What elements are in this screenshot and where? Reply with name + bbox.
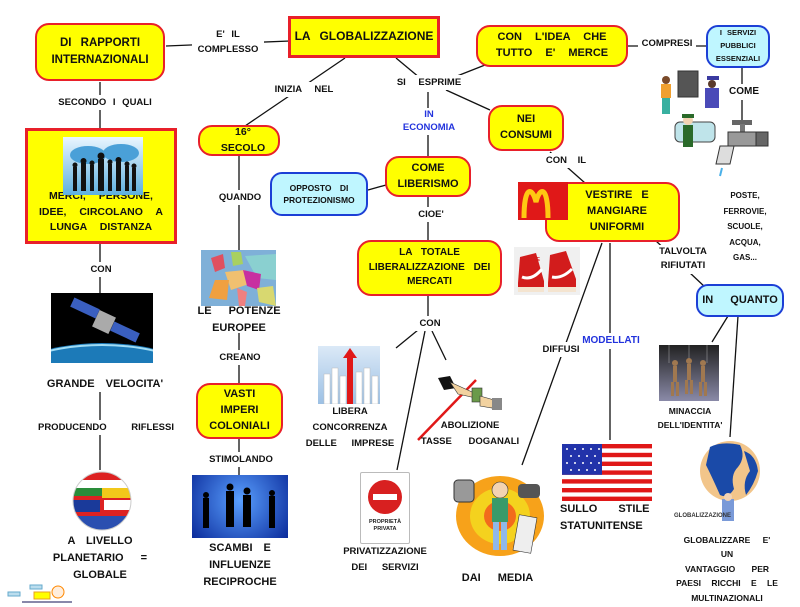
growth-arrows-icon: [323, 348, 379, 404]
node-idea[interactable]: CON L'IDEA CHE TUTTO E' MERCE: [476, 25, 628, 67]
line-con-libera: [395, 329, 419, 349]
handshake-money-image: [436, 370, 506, 415]
nike-shoes-image: NIKE: [514, 247, 580, 295]
media-cartoon-image: [450, 466, 545, 566]
sneakers-icon: NIKE: [518, 251, 576, 292]
line-root-esprime: [395, 57, 421, 79]
node-vasti[interactable]: VASTI IMPERI COLONIALI: [196, 383, 283, 439]
link-label-quando: QUANDO: [212, 190, 268, 206]
people-world-image: [63, 137, 143, 195]
world-burden-image: GLOBALIZZAZIONE: [670, 437, 780, 533]
link-label-modellati: MODELLATI: [580, 333, 642, 349]
node-rapporti[interactable]: DI RAPPORTI INTERNAZIONALI: [35, 23, 165, 81]
public-workers-icon: [661, 70, 719, 147]
sign-text-2: PRIVATA: [374, 526, 397, 532]
europe-map-image: [201, 250, 276, 306]
caption-privatizzazione: PRIVATIZZAZIONE DEI SERVIZI: [343, 546, 427, 574]
puppets-image: [659, 345, 719, 401]
public-workers-image: [655, 68, 735, 158]
puppets-icon: [668, 345, 708, 396]
node-liberismo[interactable]: COME LIBERISMO: [385, 156, 471, 197]
root-node[interactable]: LA GLOBALIZZAZIONE: [288, 16, 440, 58]
caption-libera-concorrenza: LIBERA CONCORRENZA DELLE IMPRESE: [305, 406, 395, 450]
link-label-come: COME: [726, 84, 762, 100]
caption-abolizione: ABOLIZIONE TASSE DOGANALI: [420, 420, 520, 448]
no-entry-sign-icon: PROPRIETÀ PRIVATA: [368, 480, 402, 532]
caption-poste: POSTE, FERROVIE, SCUOLE, ACQUA, GAS...: [723, 191, 767, 263]
node-liberalizzazione[interactable]: LA TOTALE LIBERALIZZAZIONE DEI MERCATI: [357, 240, 502, 296]
link-label-con-2: CON: [415, 316, 445, 332]
node-servizi[interactable]: I SERVIZI PUBBLICI ESSENZIALI: [706, 25, 770, 68]
link-label-con: CON: [85, 262, 117, 278]
private-sign-image: PROPRIETÀ PRIVATA: [360, 472, 410, 544]
node-consumi[interactable]: NEI CONSUMI: [488, 105, 564, 151]
link-label-secondo: SECONDO I QUALI: [44, 95, 166, 111]
satellite-icon: [51, 297, 153, 363]
link-label-creano: CREANO: [212, 350, 268, 366]
line-liberismo-opposto: [367, 184, 387, 191]
node-merci[interactable]: MERCI, PERSONE, IDEE, CIRCOLANO A LUNGA …: [25, 128, 177, 244]
link-label-producendo: PRODUCENDO RIFLESSI: [30, 420, 182, 436]
globe-atlas-icon: GLOBALIZZAZIONE: [674, 441, 760, 521]
mini-map-logo-icon: [7, 584, 72, 603]
node-opposto[interactable]: OPPOSTO DI PROTEZIONISMO: [270, 172, 368, 216]
line-quanto-globe: [729, 315, 739, 438]
people-silhouettes-icon: [70, 144, 139, 191]
water-tap-icon: [715, 120, 769, 177]
usa-flag-image: [562, 444, 652, 501]
link-label-compresi: COMPRESI: [638, 36, 696, 52]
globalizzazione-graffiti-text: GLOBALIZZAZIONE: [674, 513, 731, 519]
flag-globe-icon: [72, 471, 132, 531]
caption-potenze: LE POTENZE EUROPEE: [197, 305, 281, 335]
arrows-growth-image: [318, 346, 380, 404]
caption-livello: A LIVELLO PLANETARIO = GLOBALE: [52, 535, 148, 582]
caption-stile: SULLO STILE STATUNITENSE: [560, 503, 650, 533]
mcdonalds-arches-icon: [521, 189, 551, 219]
caption-vantaggio: GLOBALIZZARE E' UN VANTAGGIO PER PAESI R…: [676, 535, 778, 603]
caption-scambi: SCAMBI E INFLUENZE RECIPROCHE: [203, 542, 277, 589]
link-label-cioe: CIOE': [410, 207, 452, 223]
root-title: LA GLOBALIZZAZIONE: [294, 29, 434, 44]
mcdonalds-logo: [518, 182, 568, 220]
water-tap-image: [712, 118, 772, 178]
line-esprime-consumi: [445, 89, 491, 111]
flag-globe-image: [70, 470, 134, 532]
business-silhouettes-icon: [203, 483, 275, 528]
line-con-privatizzazione: [396, 330, 426, 471]
logo-mappe: [6, 582, 72, 604]
link-label-inizia: INIZIA NEL: [268, 82, 340, 98]
caption-minaccia: MINACCIA DELL'IDENTITA': [657, 406, 723, 431]
link-label-diffusi: DIFFUSI: [540, 342, 582, 358]
link-label-con-il: CON IL: [543, 153, 589, 169]
node-secolo[interactable]: 16° SECOLO: [198, 125, 280, 156]
node-quanto[interactable]: IN QUANTO: [696, 284, 784, 317]
business-people-image: [192, 475, 288, 538]
link-label-esprime: SI ESPRIME: [390, 75, 468, 91]
satellite-image: [51, 293, 153, 363]
usa-flag-icon: [562, 444, 652, 501]
caption-dai-media: DAI MEDIA: [461, 572, 534, 584]
bribe-hands-icon: [438, 376, 502, 410]
line-con-abolizione: [431, 330, 447, 361]
nike-text: NIKE: [528, 257, 541, 263]
media-person-icon: [453, 476, 544, 556]
caption-grande-velocita: GRANDE VELOCITA': [46, 378, 164, 390]
line-quanto-minaccia: [711, 315, 729, 343]
europe-map-icon: [209, 252, 276, 306]
link-label-stimolando: STIMOLANDO: [200, 452, 282, 468]
sign-text-1: PROPRIETÀ: [369, 518, 401, 525]
